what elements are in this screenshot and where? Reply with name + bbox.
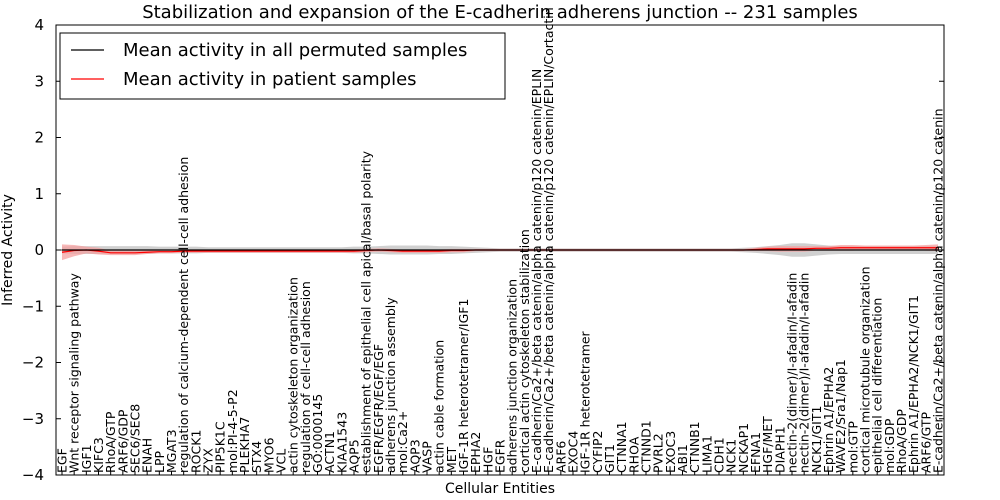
chart-title: Stabilization and expansion of the E-cad… [142,2,858,23]
x-tick-label: IGF-1R heterotetramer/IGF1 [456,299,471,473]
x-tick-label: ARF6/GDP [115,409,130,473]
x-tick-label: HGF [480,447,495,473]
x-tick-label: GIT1 [602,444,617,473]
x-tick-label: EXOC3 [663,431,678,473]
x-tick-label: nectin-2(dimer)/I-afadin/I-afadin [797,273,812,473]
y-tick-label: −3 [22,410,44,428]
x-tick-label: PVRL2 [651,433,666,473]
x-tick-label: ROCK1 [188,430,203,473]
x-tick-label: Ephrin A1/EPHA2/NCK1/GIT1 [906,295,921,473]
x-tick-label: ARF6/GTP [918,412,933,473]
x-tick-label: IGF1 [79,444,94,473]
x-tick-label: MGAT3 [164,429,179,473]
x-axis-label: Cellular Entities [445,481,555,497]
x-tick-label: IGF-1R heterotetramer [578,330,593,473]
x-tick-label: epithelial cell differentiation [870,298,885,473]
x-tick-label: PLEKHA7 [237,416,252,473]
x-tick-label: WAVE2/Sra1/Nap1 [833,359,848,473]
x-tick-label: HGF/MET [760,416,775,473]
x-tick-label: EXOC4 [566,431,581,473]
y-tick-label: −4 [22,466,44,484]
x-tick-label: NCKAP1 [736,423,751,473]
y-tick-label: −2 [22,354,44,372]
x-tick-label: PIP5K1C [213,421,228,473]
x-tick-label: adherens junction organization [505,279,520,473]
y-tick-label: 3 [34,72,44,90]
x-tick-label: EGFR [493,439,508,473]
x-tick-label: mol:Ca2+ [395,411,410,473]
x-tick-label: mol:PI-4-5-P2 [225,389,240,473]
y-tick-label: 2 [34,129,44,147]
x-tick-label: Wnt receptor signaling pathway [67,273,82,473]
x-tick-label: CDH1 [712,437,727,473]
x-tick-label: EPHA2 [468,432,483,473]
y-axis-ticks: −4 −3 −2 −1 0 1 2 3 4 [22,16,944,484]
legend-label-permuted: Mean activity in all permuted samples [123,40,467,61]
band-patient [62,244,938,261]
x-tick-label: ARF6 [553,441,568,473]
legend-label-patient: Mean activity in patient samples [123,69,417,90]
x-tick-label: AQP5 [347,439,362,473]
x-tick-label: EGFR/EGFR/EGF/EGF [371,344,386,473]
x-tick-label: KIFC3 [91,437,106,473]
x-tick-label: actin cytoskeleton organization [286,277,301,473]
x-tick-label: NCK1 [724,439,739,473]
x-tick-label: LPP [152,450,167,473]
x-tick-label: mol:GTP [845,421,860,473]
y-tick-label: −1 [22,297,44,315]
x-tick-label: adherens junction assembly [383,297,398,473]
x-tick-label: CTNNB1 [687,421,702,473]
x-tick-label: actin cable formation [432,340,447,473]
x-tick-label: LIMA1 [699,435,714,473]
series-lines [56,247,944,254]
x-tick-label: E-cadherin/Ca2+/beta catenin/alpha caten… [529,69,544,473]
x-tick-label: GO:0000145 [310,394,325,473]
x-tick-label: SEC6/SEC8 [128,404,143,473]
x-tick-label: EFNA1 [748,432,763,473]
x-tick-label: AQP3 [407,439,422,473]
x-tick-label: Ephrin A1/EPHA2 [821,367,836,473]
x-tick-label: regulation of calcium-dependent cell-cel… [176,157,191,473]
x-tick-label: CTNND1 [639,420,654,473]
x-tick-label: STX4 [249,441,264,473]
x-tick-label: regulation of cell-cell adhesion [298,281,313,473]
x-tick-label: RHOA [626,436,641,473]
x-tick-label: KIAA1543 [334,412,349,473]
x-tick-label: ZYX [201,448,216,473]
x-tick-label: RhoA/GDP [894,409,909,473]
legend-box [59,32,506,100]
x-tick-label: nectin-2(dimer)/I-afadin/I-afadin [785,273,800,473]
x-tick-label: ABI1 [675,444,690,473]
y-tick-label: 0 [34,241,44,259]
x-tick-label: EGF [55,448,70,473]
x-tick-label: ACTN1 [322,431,337,473]
x-tick-label: VCL [274,449,289,473]
x-tick-label: cortical actin cytoskeleton stabilizatio… [517,229,532,473]
x-tick-label: DIAPH1 [772,426,787,473]
x-tick-label: MYO6 [261,437,276,473]
x-tick-label: RhoA/GTP [103,411,118,473]
x-tick-label: NCK1/GIT1 [809,406,824,473]
x-tick-label: cortical microtubule organization [858,266,873,473]
x-tick-label: CYFIP2 [590,430,605,473]
x-tick-label: ENAH [140,438,155,473]
y-tick-label: 1 [34,185,44,203]
legend: Mean activity in all permuted samples Me… [59,32,506,100]
x-tick-label: E-cadherin/Ca2+/beta catenin/alpha caten… [541,7,556,473]
x-tick-label: mol:GDP [882,418,897,473]
x-tick-label: E-cadherin/Ca2+/beta catenin/alpha caten… [931,108,946,473]
y-axis-label: Inferred Activity [0,194,16,306]
x-tick-label: CTNNA1 [614,421,629,473]
x-tick-label: VASP [420,441,435,473]
x-tick-label: MET [444,446,459,473]
x-tick-label: establishment of epithelial cell apical/… [359,150,374,473]
y-tick-label: 4 [34,16,44,34]
